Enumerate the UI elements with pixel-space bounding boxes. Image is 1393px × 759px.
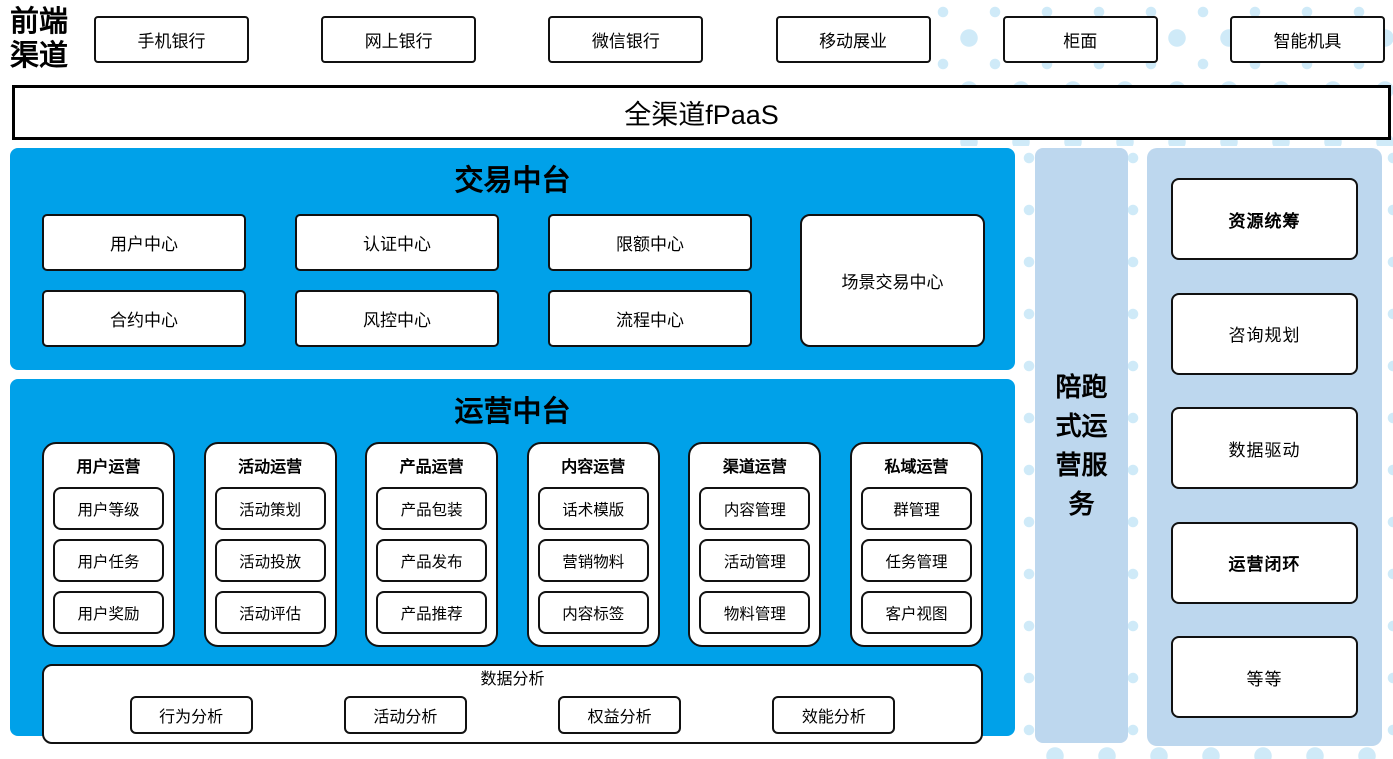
channel-box-wechat-banking: 微信银行 [548,15,704,63]
operation-platform-title: 运营中台 [454,396,571,428]
transaction-centers-grid: 用户中心 认证中心 限额中心 合约中心 风控中心 流程中心 [42,214,752,347]
operation-item: 活动策划 [214,487,326,530]
data-analysis-items: 行为分析 活动分析 权益分析 效能分析 [44,691,981,734]
analysis-item-activity: 活动分析 [343,695,467,734]
operation-columns: 用户运营 用户等级 用户任务 用户奖励 活动运营 活动策划 活动投放 活动评估 … [10,430,1015,647]
operation-item: 活动评估 [214,591,326,634]
operation-item: 任务管理 [860,539,972,582]
front-channels-row: 前端渠道 手机银行 网上银行 微信银行 移动展业 柜面 智能机具 [10,6,1385,72]
analysis-item-behavior: 行为分析 [129,695,253,734]
operation-column-header: 产品运营 [399,459,464,476]
center-box-contract: 合约中心 [42,289,246,347]
operation-column-product: 产品运营 产品包装 产品发布 产品推荐 [365,442,499,647]
operation-platform-section: 运营中台 用户运营 用户等级 用户任务 用户奖励 活动运营 活动策划 活动投放 … [10,379,1015,744]
operation-item: 内容管理 [699,487,811,530]
operation-item: 用户奖励 [53,591,164,634]
front-channels-label: 前端渠道 [10,5,69,72]
operation-column-channel: 渠道运营 内容管理 活动管理 物料管理 [688,442,822,647]
data-analysis-box: 数据分析 行为分析 活动分析 权益分析 效能分析 [42,664,983,744]
center-box-user: 用户中心 [42,214,246,271]
operation-column-header: 活动运营 [238,459,303,476]
operation-column-header: 渠道运营 [722,459,787,476]
operation-item: 话术模版 [537,487,649,530]
transaction-platform-section: 交易中台 用户中心 认证中心 限额中心 合约中心 风控中心 流程中心 场景交易中… [10,148,1015,370]
center-box-process: 流程中心 [548,289,752,347]
operation-column-header: 用户运营 [76,459,141,476]
channel-box-online-banking: 网上银行 [321,15,477,63]
operation-column-private-domain: 私域运营 群管理 任务管理 客户视图 [849,442,983,647]
operation-item: 营销物料 [537,539,649,582]
fpaas-bar: 全渠道fPaaS [12,85,1391,140]
operation-item: 物料管理 [699,591,811,634]
panel-box-resource-coordination: 资源统筹 [1171,178,1358,260]
transaction-platform-title: 交易中台 [454,165,571,197]
front-channels-list: 手机银行 网上银行 微信银行 移动展业 柜面 智能机具 [94,15,1385,63]
operation-item: 客户视图 [860,591,972,634]
operation-item: 产品发布 [376,539,488,582]
panel-box-etc: 等等 [1171,636,1358,718]
panel-box-consulting-planning: 咨询规划 [1171,292,1358,375]
channel-box-mobile-business: 移动展业 [775,15,931,63]
companion-service-bar: 陪跑式运营服务 [1035,148,1128,743]
operation-item: 活动投放 [214,539,326,582]
data-analysis-title: 数据分析 [480,671,545,688]
operation-column-user: 用户运营 用户等级 用户任务 用户奖励 [42,442,175,647]
operation-column-header: 内容运营 [561,459,626,476]
channel-box-mobile-banking: 手机银行 [94,15,249,63]
channel-box-counter: 柜面 [1002,15,1158,63]
center-box-risk: 风控中心 [295,289,499,347]
analysis-item-efficiency: 效能分析 [772,695,896,734]
panel-box-data-driven: 数据驱动 [1171,407,1358,489]
operation-column-header: 私域运营 [884,459,949,476]
operation-item: 用户任务 [53,539,164,582]
operation-item: 活动管理 [699,539,811,582]
center-box-limit: 限额中心 [548,214,752,271]
center-box-auth: 认证中心 [295,214,499,271]
scenario-transaction-center-box: 场景交易中心 [800,214,985,347]
analysis-item-rights: 权益分析 [558,695,682,734]
companion-service-label: 陪跑式运营服务 [1055,371,1108,519]
channel-box-smart-machines: 智能机具 [1229,15,1385,63]
companion-service-panel: 资源统筹 咨询规划 数据驱动 运营闭环 等等 [1147,148,1382,746]
operation-column-content: 内容运营 话术模版 营销物料 内容标签 [526,442,660,647]
operation-item: 群管理 [860,487,972,530]
transaction-platform-body: 用户中心 认证中心 限额中心 合约中心 风控中心 流程中心 场景交易中心 [10,199,1015,347]
operation-item: 产品推荐 [376,591,488,634]
operation-item: 内容标签 [537,591,649,634]
operation-column-activity: 活动运营 活动策划 活动投放 活动评估 [203,442,337,647]
panel-box-operation-loop: 运营闭环 [1171,521,1358,604]
operation-item: 用户等级 [53,487,164,530]
operation-item: 产品包装 [376,487,488,530]
